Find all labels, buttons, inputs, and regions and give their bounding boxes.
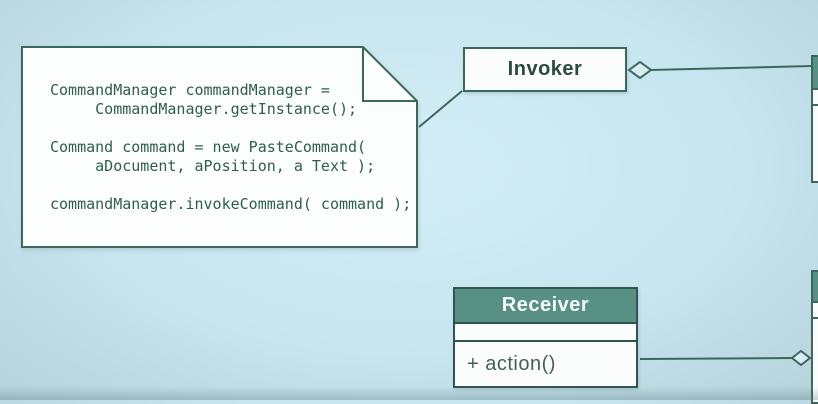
class-attributes-partial <box>813 303 818 319</box>
class-name-receiver: Receiver <box>501 294 590 316</box>
code-line: CommandManager.getInstance(); <box>50 100 358 118</box>
class-box-concrete-command-partial <box>811 270 818 404</box>
class-box-command-partial <box>811 55 818 183</box>
class-attributes-section-receiver <box>455 324 636 342</box>
aggregation-diamond-receiver <box>790 349 812 367</box>
note-connector-line <box>418 90 463 128</box>
class-method-action: + action() <box>455 342 636 386</box>
note-fold-corner <box>362 47 417 102</box>
code-line <box>50 176 410 195</box>
aggregation-diamond-invoker <box>627 60 653 80</box>
receiver-association-line <box>639 357 793 360</box>
class-box-invoker: Invoker <box>463 47 627 92</box>
class-header-receiver: Receiver <box>455 289 636 324</box>
code-line: CommandManager commandManager = <box>50 81 330 99</box>
code-note-text: CommandManager commandManager = CommandM… <box>50 81 412 214</box>
code-line: Command command = new PasteCommand( <box>50 138 367 156</box>
class-header-partial <box>813 272 818 303</box>
class-attributes-partial <box>813 90 818 106</box>
class-header-partial <box>813 57 818 90</box>
class-methods-partial <box>813 319 818 402</box>
class-name-invoker: Invoker <box>507 58 583 80</box>
code-line: aDocument, aPosition, a Text ); <box>50 157 376 175</box>
code-line <box>50 119 410 138</box>
code-note-shape <box>21 46 418 248</box>
code-line: commandManager.invokeCommand( command ); <box>50 195 412 213</box>
invoker-association-line <box>650 65 813 71</box>
class-box-receiver: Receiver + action() <box>453 287 638 388</box>
class-methods-partial <box>813 106 818 181</box>
